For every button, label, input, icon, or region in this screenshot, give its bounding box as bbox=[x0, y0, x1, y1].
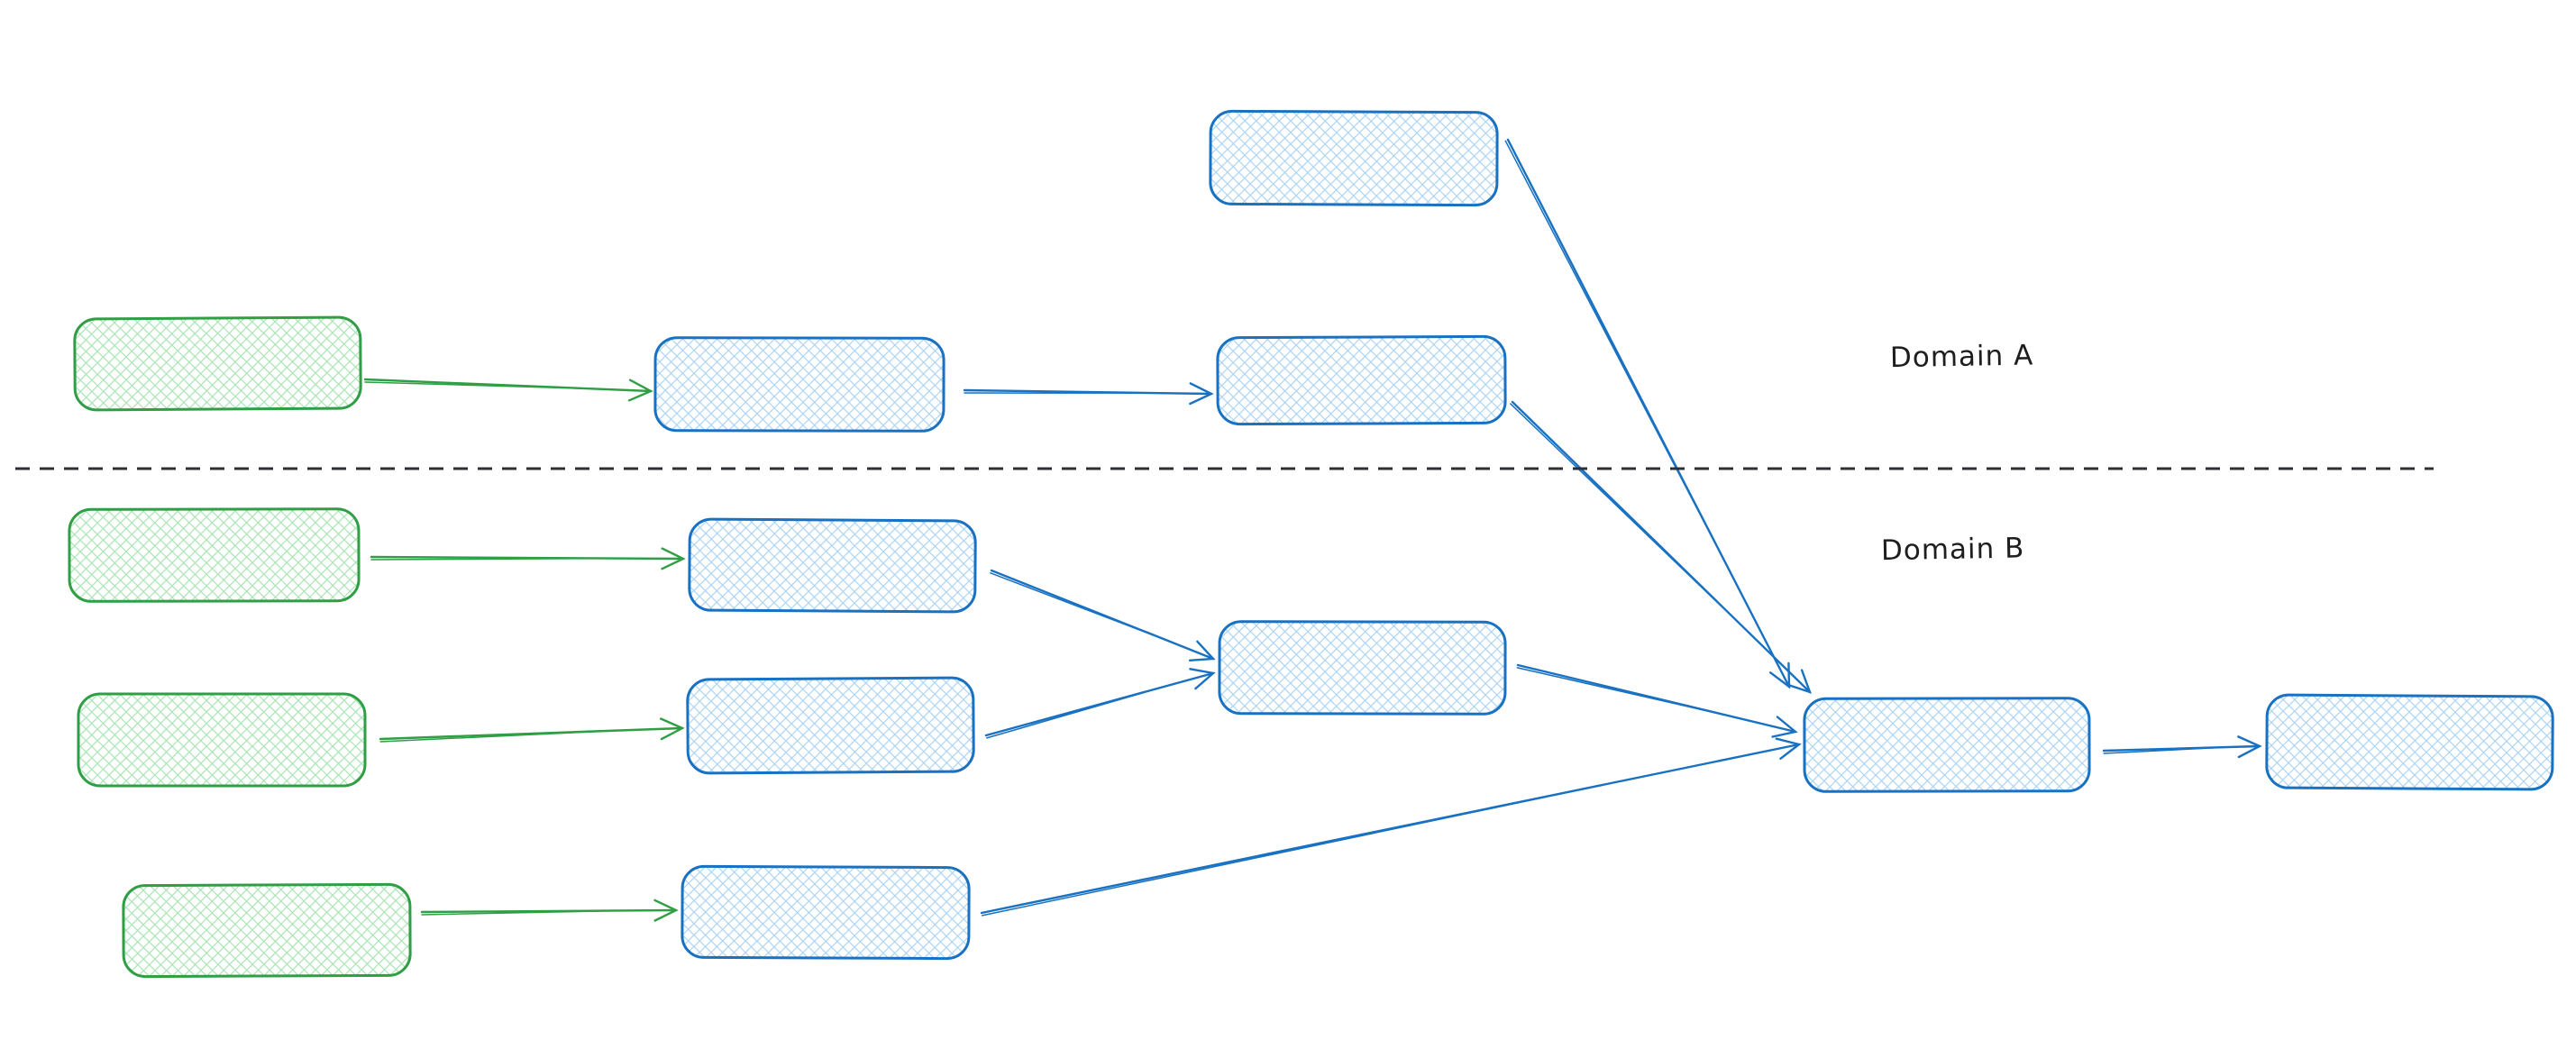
arrow-green-b1-to-blue-b1[interactable] bbox=[370, 547, 686, 570]
edges-layer bbox=[363, 138, 2262, 922]
node-blue-top[interactable] bbox=[1209, 109, 1499, 207]
node-blue-b3[interactable] bbox=[1218, 620, 1507, 716]
node-blue-c[interactable] bbox=[1803, 697, 2091, 793]
arrow-green-a-to-blue-a1[interactable] bbox=[363, 378, 653, 402]
arrow-green-b2-to-blue-b2[interactable] bbox=[379, 717, 685, 743]
node-green-a[interactable] bbox=[73, 315, 362, 412]
domain-b-label[interactable]: Domain B bbox=[1881, 532, 2025, 567]
node-blue-a2[interactable] bbox=[1216, 334, 1507, 426]
arrow-blue-c-to-blue-d[interactable] bbox=[2102, 735, 2262, 759]
node-green-b3[interactable] bbox=[122, 882, 412, 979]
node-blue-a1[interactable] bbox=[653, 336, 945, 433]
node-green-b1[interactable] bbox=[68, 507, 361, 603]
arrow-blue-b2-to-blue-b3[interactable] bbox=[984, 668, 1216, 739]
arrow-blue-top-to-blue-c[interactable] bbox=[1504, 138, 1791, 689]
arrow-blue-a2-to-blue-c[interactable] bbox=[1510, 400, 1812, 694]
arrow-blue-b4-to-blue-c[interactable] bbox=[980, 737, 1802, 917]
arrow-blue-a1-to-blue-a2[interactable] bbox=[963, 382, 1214, 406]
node-blue-b4[interactable] bbox=[681, 864, 971, 961]
node-blue-b2[interactable] bbox=[686, 676, 975, 775]
node-green-b2[interactable] bbox=[77, 692, 367, 788]
arrow-blue-b1-to-blue-b3[interactable] bbox=[990, 569, 1216, 661]
arrow-green-b3-to-blue-b4[interactable] bbox=[420, 898, 679, 922]
domain-a-label[interactable]: Domain A bbox=[1890, 339, 2034, 374]
node-blue-d[interactable] bbox=[2265, 693, 2554, 791]
node-blue-b1[interactable] bbox=[688, 517, 977, 614]
nodes-layer bbox=[68, 109, 2554, 979]
arrow-blue-b3-to-blue-c[interactable] bbox=[1516, 663, 1798, 738]
